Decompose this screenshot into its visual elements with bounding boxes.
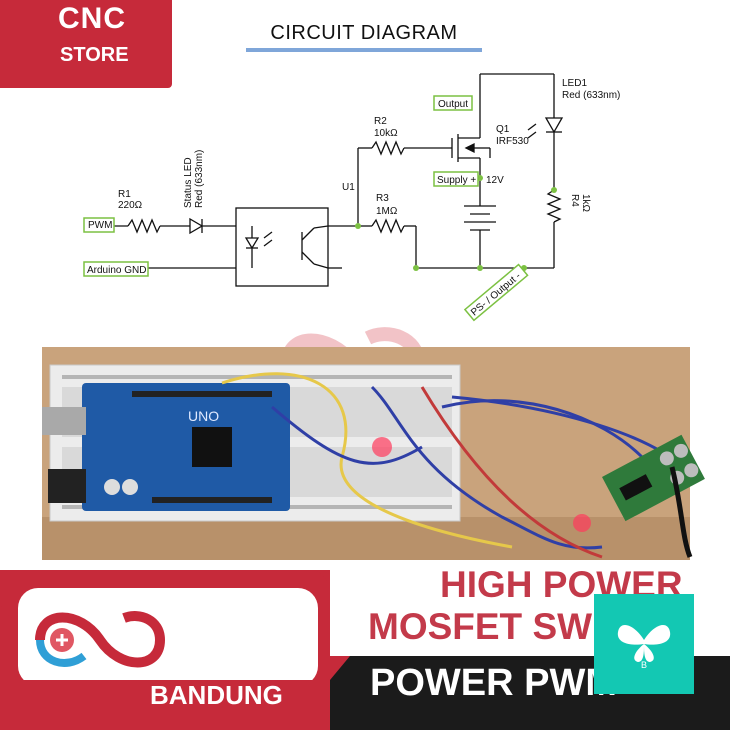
svg-text:UNO: UNO [188,408,219,424]
label-led1: LED1 [562,78,587,89]
label-r2-value: 10kΩ [374,128,398,139]
net-tag-gnd [83,261,149,277]
logo-text-cnc: CNC [58,2,126,35]
diagram-title: CIRCUIT DIAGRAM [246,22,482,52]
label-r1-value: 220Ω [118,200,143,211]
net-tag-ps [463,263,529,322]
butterfly-icon [617,625,671,662]
breadboard-photo: UNO [42,347,705,569]
net-tag-output [433,95,473,111]
circuit-diagram: PWM Arduino GND Output Supply + PS- / Ou… [83,73,620,322]
label-q1: Q1 [496,124,510,135]
label-q1-value: IRF530 [496,136,529,147]
net-tag-pwm [83,217,115,233]
net-tag-supply-label: Supply + [437,175,476,186]
label-r2: R2 [374,116,387,127]
badge-letter: B [640,660,647,670]
bottom-banner [0,560,730,730]
store-badge: B [594,594,694,694]
label-r3-value: 1MΩ [376,206,398,217]
label-12v: 12V [486,175,504,186]
headline-line-3: POWER PWM [370,662,617,704]
label-r3: R3 [376,193,389,204]
label-r1: R1 [118,189,131,200]
label-u1: U1 [342,182,355,193]
logo-text-store: STORE [60,44,129,66]
mosfet-module [602,434,705,522]
net-tag-supply [433,171,479,187]
net-tag-ps-label: PS- / Output - [469,271,523,319]
label-r4-value: 1kΩ [580,194,591,213]
net-tag-output-label: Output [438,99,468,110]
label-status-led: Status LED [183,157,194,208]
label-r4: R4 [569,194,580,207]
city-label: BANDUNG [150,680,283,710]
net-tag-gnd-label: Arduino GND [87,265,146,276]
label-led1-value: Red (633nm) [562,90,620,101]
arduino-board: UNO [42,383,290,511]
store-logo: CNC STORE [0,0,172,88]
label-status-led-color: Red (633nm) [194,150,205,208]
net-tag-pwm-label: PWM [88,220,112,231]
